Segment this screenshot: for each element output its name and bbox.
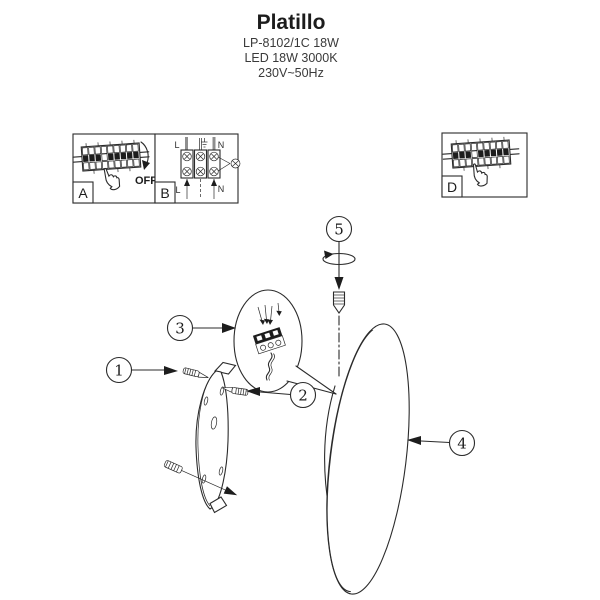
exploded-view: 5 <box>105 215 476 595</box>
power-spec: 230V~50Hz <box>258 66 324 80</box>
callout-4-number: 4 <box>457 435 467 453</box>
callout-5-number: 5 <box>334 221 344 239</box>
model-number: LP-8102/1C 18W <box>243 36 339 50</box>
diffuser-disc <box>326 323 410 595</box>
ground-screw-icon <box>217 156 241 172</box>
callout-2-circle <box>289 381 317 409</box>
off-arrow-icon <box>140 141 150 170</box>
part5-group: 5 <box>322 215 356 378</box>
leader-arrow-icon <box>222 323 236 333</box>
rotation-arrow-icon <box>322 250 356 266</box>
plate-slots <box>201 386 225 484</box>
terminal-label-top-l: L <box>174 140 179 150</box>
leader-arrow-icon <box>164 366 178 375</box>
terminal-label-bottom-l: L <box>175 185 180 195</box>
panel-b-wiring: L N L N B <box>154 133 241 204</box>
callout-4: 4 <box>407 429 476 457</box>
callout-2-number: 2 <box>298 387 308 405</box>
terminal-label-bottom-n: N <box>218 184 225 194</box>
off-label: OFF <box>135 175 157 187</box>
lamp-spec: LED 18W 3000K <box>244 51 338 65</box>
callout-3: 3 <box>166 314 236 342</box>
balloon-cable-icon <box>265 352 275 381</box>
panel-d-label-box <box>441 175 463 198</box>
plate-bottom-tab <box>209 496 228 514</box>
balloon-terminal-block-icon <box>252 327 286 355</box>
leader-arrow-icon <box>407 436 421 445</box>
panel-b-label-box <box>154 181 176 204</box>
callout-1: 1 <box>105 356 210 384</box>
panel-d-power-on: D <box>441 132 528 198</box>
plate-top-tab <box>213 361 237 375</box>
leader-arrow-icon <box>246 387 260 396</box>
balloon-wires-icon <box>257 302 282 325</box>
panel-a-power-off: OFF A <box>71 133 157 204</box>
terminal-block-icon <box>180 137 241 199</box>
tab-screw-icon <box>182 367 210 380</box>
terminal-label-top-n: N <box>218 140 225 150</box>
screw-icon <box>332 291 346 314</box>
callout-1-number: 1 <box>114 362 124 380</box>
mounting-plate <box>163 361 238 514</box>
earth-ground-icon <box>201 138 208 148</box>
panel-b-label: B <box>160 185 169 201</box>
panel-a-label-box <box>72 181 94 204</box>
down-arrow-icon <box>334 277 344 290</box>
callout-balloon <box>233 289 337 395</box>
callout-3-number: 3 <box>175 320 185 338</box>
mounting-screw-icon <box>163 460 238 496</box>
page-title: Platillo <box>257 11 326 34</box>
panel-a-label: A <box>78 185 88 201</box>
callout-2: 2 <box>221 381 317 409</box>
header: Platillo LP-8102/1C 18W LED 18W 3000K 23… <box>243 11 339 80</box>
panel-d-label: D <box>447 179 457 195</box>
